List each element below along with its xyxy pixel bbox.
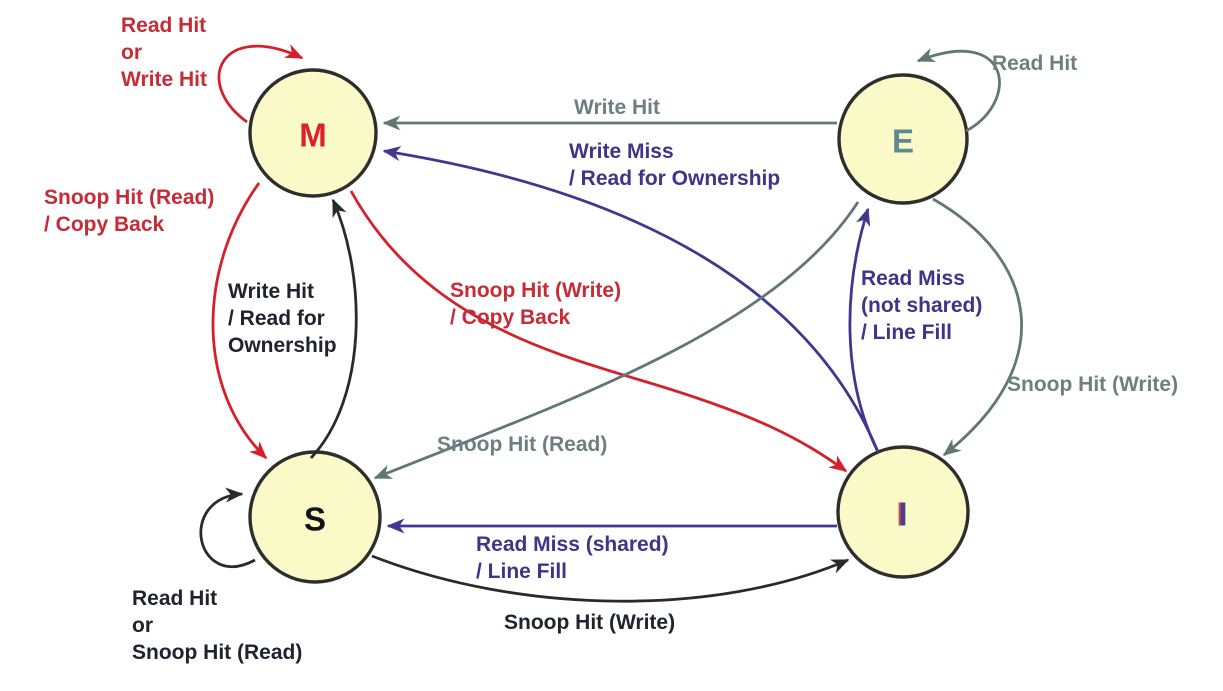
label-line: or xyxy=(121,41,142,64)
transition-arrow-m-self xyxy=(217,44,304,124)
label-i-to-e: Read Miss (not shared) / Line Fill xyxy=(861,265,982,346)
label-e-self: Read Hit xyxy=(992,50,1077,77)
label-s-to-i: Snoop Hit (Write) xyxy=(504,609,675,636)
state-label-m: M xyxy=(299,116,327,154)
state-node-m xyxy=(248,68,378,198)
transition-arrow-e-to-i xyxy=(932,197,1023,457)
state-label-e: E xyxy=(891,122,915,160)
transition-arrow-e-self xyxy=(916,47,1001,133)
state-label-s: S xyxy=(303,500,327,538)
transition-arrow-i-to-m xyxy=(382,146,880,453)
transition-arrow-s-to-i xyxy=(371,554,850,603)
label-line: Read Hit xyxy=(132,587,218,610)
label-line: or xyxy=(132,614,153,637)
label-e-to-i: Snoop Hit (Write) xyxy=(1007,371,1178,398)
transition-arrow-s-to-m xyxy=(309,198,358,459)
label-line: Read Miss (shared) xyxy=(476,533,669,556)
label-line: Snoop Hit (Read) xyxy=(132,641,303,664)
label-line: Write Hit xyxy=(574,96,660,119)
label-line: Write Miss xyxy=(569,140,674,163)
label-line: Write Hit xyxy=(121,68,207,91)
label-m-self: Read Hit or Write Hit xyxy=(121,12,207,93)
label-line: Snoop Hit (Write) xyxy=(1007,373,1179,396)
state-node-e xyxy=(837,73,969,205)
label-line: Snoop Hit (Write) xyxy=(450,279,622,302)
label-line: Snoop Hit (Write) xyxy=(504,611,676,634)
label-line: Read Hit xyxy=(992,52,1078,75)
label-line: Ownership xyxy=(228,334,337,357)
label-line: Read Hit xyxy=(121,14,207,37)
transition-arrow-e-to-s xyxy=(373,201,860,480)
label-s-to-m: Write Hit / Read for Ownership xyxy=(228,278,337,359)
label-line: / Copy Back xyxy=(44,213,165,236)
label-m-to-i: Snoop Hit (Write) / Copy Back xyxy=(450,277,621,331)
label-line: / Line Fill xyxy=(861,321,953,344)
label-e-to-m: Write Hit xyxy=(574,94,660,121)
label-line: Snoop Hit (Read) xyxy=(44,186,215,209)
label-line: Write Hit xyxy=(228,280,314,303)
state-label-i: I xyxy=(898,495,908,533)
label-m-to-s: Snoop Hit (Read) / Copy Back xyxy=(44,184,214,238)
label-line: / Read for Ownership xyxy=(569,167,781,190)
label-line: / Line Fill xyxy=(476,560,568,583)
label-line: Snoop Hit (Read) xyxy=(437,433,608,456)
label-e-to-s: Snoop Hit (Read) xyxy=(437,431,607,458)
transition-arrow-s-self xyxy=(199,487,256,568)
label-line: / Read for xyxy=(228,307,325,330)
transition-arrow-i-to-e xyxy=(848,207,879,451)
transition-arrow-m-to-s xyxy=(211,182,268,460)
label-line: Read Miss xyxy=(861,267,965,290)
label-i-to-m: Write Miss / Read for Ownership xyxy=(569,138,780,192)
label-line: / Copy Back xyxy=(450,306,571,329)
label-i-to-s: Read Miss (shared) / Line Fill xyxy=(476,531,669,585)
label-line: (not shared) xyxy=(861,294,983,317)
label-s-self: Read Hit or Snoop Hit (Read) xyxy=(132,585,302,666)
state-node-i xyxy=(836,445,970,579)
transition-arrow-m-to-i xyxy=(349,190,848,473)
